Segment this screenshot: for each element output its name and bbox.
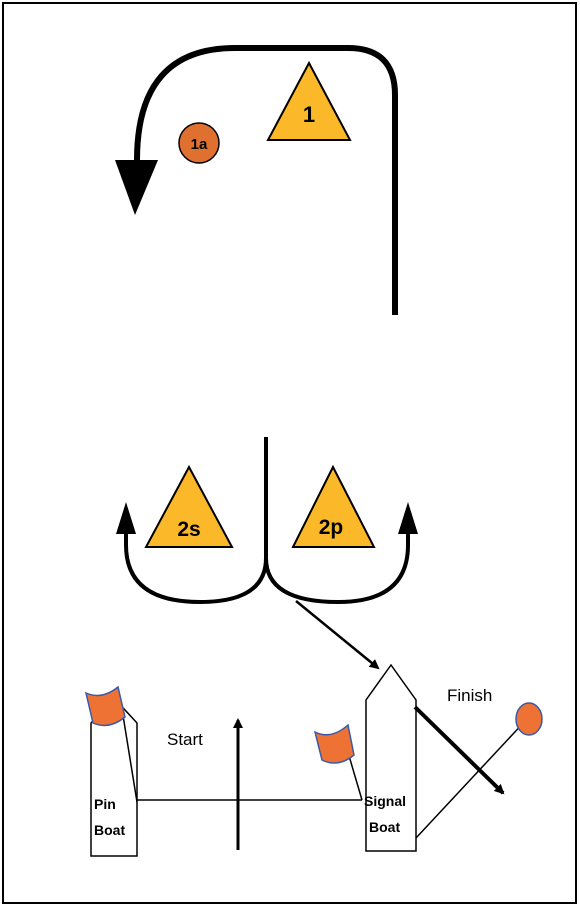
pin-boat-flag	[84, 685, 126, 727]
to-finish-arrow	[295, 600, 380, 670]
mark-2s-label: 2s	[177, 518, 200, 541]
pin-boat-label-line1: Pin	[94, 796, 116, 812]
windward-rounding-path	[134, 45, 398, 315]
signal-boat-label-line2: Boat	[369, 819, 400, 835]
gate-2s-arrowhead	[116, 502, 136, 534]
signal-boat-label-line1: Signal	[364, 793, 406, 809]
mark-1a: 1a	[178, 122, 220, 164]
signal-boat: Signal Boat	[313, 663, 417, 852]
mark-1a-label: 1a	[191, 136, 208, 153]
gate-2p-arrowhead	[398, 502, 418, 534]
finish-direction-arrow	[413, 705, 505, 795]
mark-2p-label: 2p	[319, 516, 344, 539]
finish-mark	[515, 702, 543, 736]
mark-1-label: 1	[303, 102, 315, 127]
mark-2p: 2p	[291, 464, 376, 548]
gate-2s-rounding-path	[124, 532, 268, 605]
mark-2s: 2s	[144, 464, 234, 548]
finish-line	[415, 718, 528, 839]
start-label: Start	[167, 730, 203, 749]
gate-2p-rounding-path	[264, 532, 410, 605]
pin-boat: Pin Boat	[84, 685, 138, 857]
windward-rounding-arrowhead	[115, 160, 158, 215]
signal-boat-flag	[313, 723, 355, 764]
finish-label: Finish	[447, 686, 492, 705]
pin-boat-label-line2: Boat	[94, 822, 125, 838]
mark-1: 1	[266, 60, 352, 141]
